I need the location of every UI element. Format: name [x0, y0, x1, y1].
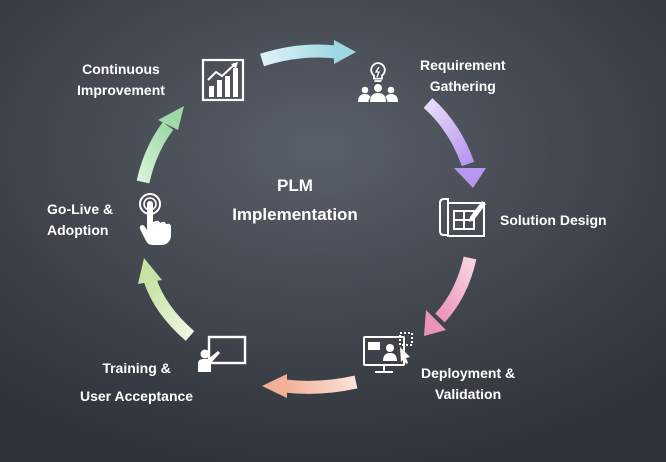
monitor-user-icon: [363, 332, 413, 373]
bar-chart-growth-icon: [201, 58, 245, 102]
stage-golive-adoption-label: Go-Live & Adoption: [47, 201, 114, 238]
stage-training-acceptance-label: Training & User Acceptance: [80, 360, 194, 404]
arrow-improvement-to-requirement: [260, 40, 356, 67]
arrow-requirement-to-design: [423, 98, 486, 188]
touch-hand-icon: [139, 193, 171, 245]
blueprint-pencil-icon: [439, 198, 486, 237]
center-title-line2: Implementation: [232, 205, 358, 224]
arrow-golive-to-improvement: [136, 106, 184, 184]
stage-continuous-improvement-label: Continuous Improvement: [77, 61, 165, 98]
arrow-deployment-to-training: [262, 374, 358, 398]
arrow-design-to-deployment: [424, 256, 477, 336]
center-title-line1: PLM: [277, 176, 313, 195]
center-title: PLM Implementation: [195, 176, 395, 225]
presentation-board-icon: [198, 335, 247, 372]
team-lightbulb-icon: [358, 62, 398, 102]
stage-deployment-validation-label: Deployment & Validation: [421, 365, 516, 402]
arrow-training-to-golive: [138, 258, 195, 341]
stage-solution-design-label: Solution Design: [500, 212, 607, 228]
stage-requirement-gathering-label: Requirement Gathering: [420, 57, 506, 94]
